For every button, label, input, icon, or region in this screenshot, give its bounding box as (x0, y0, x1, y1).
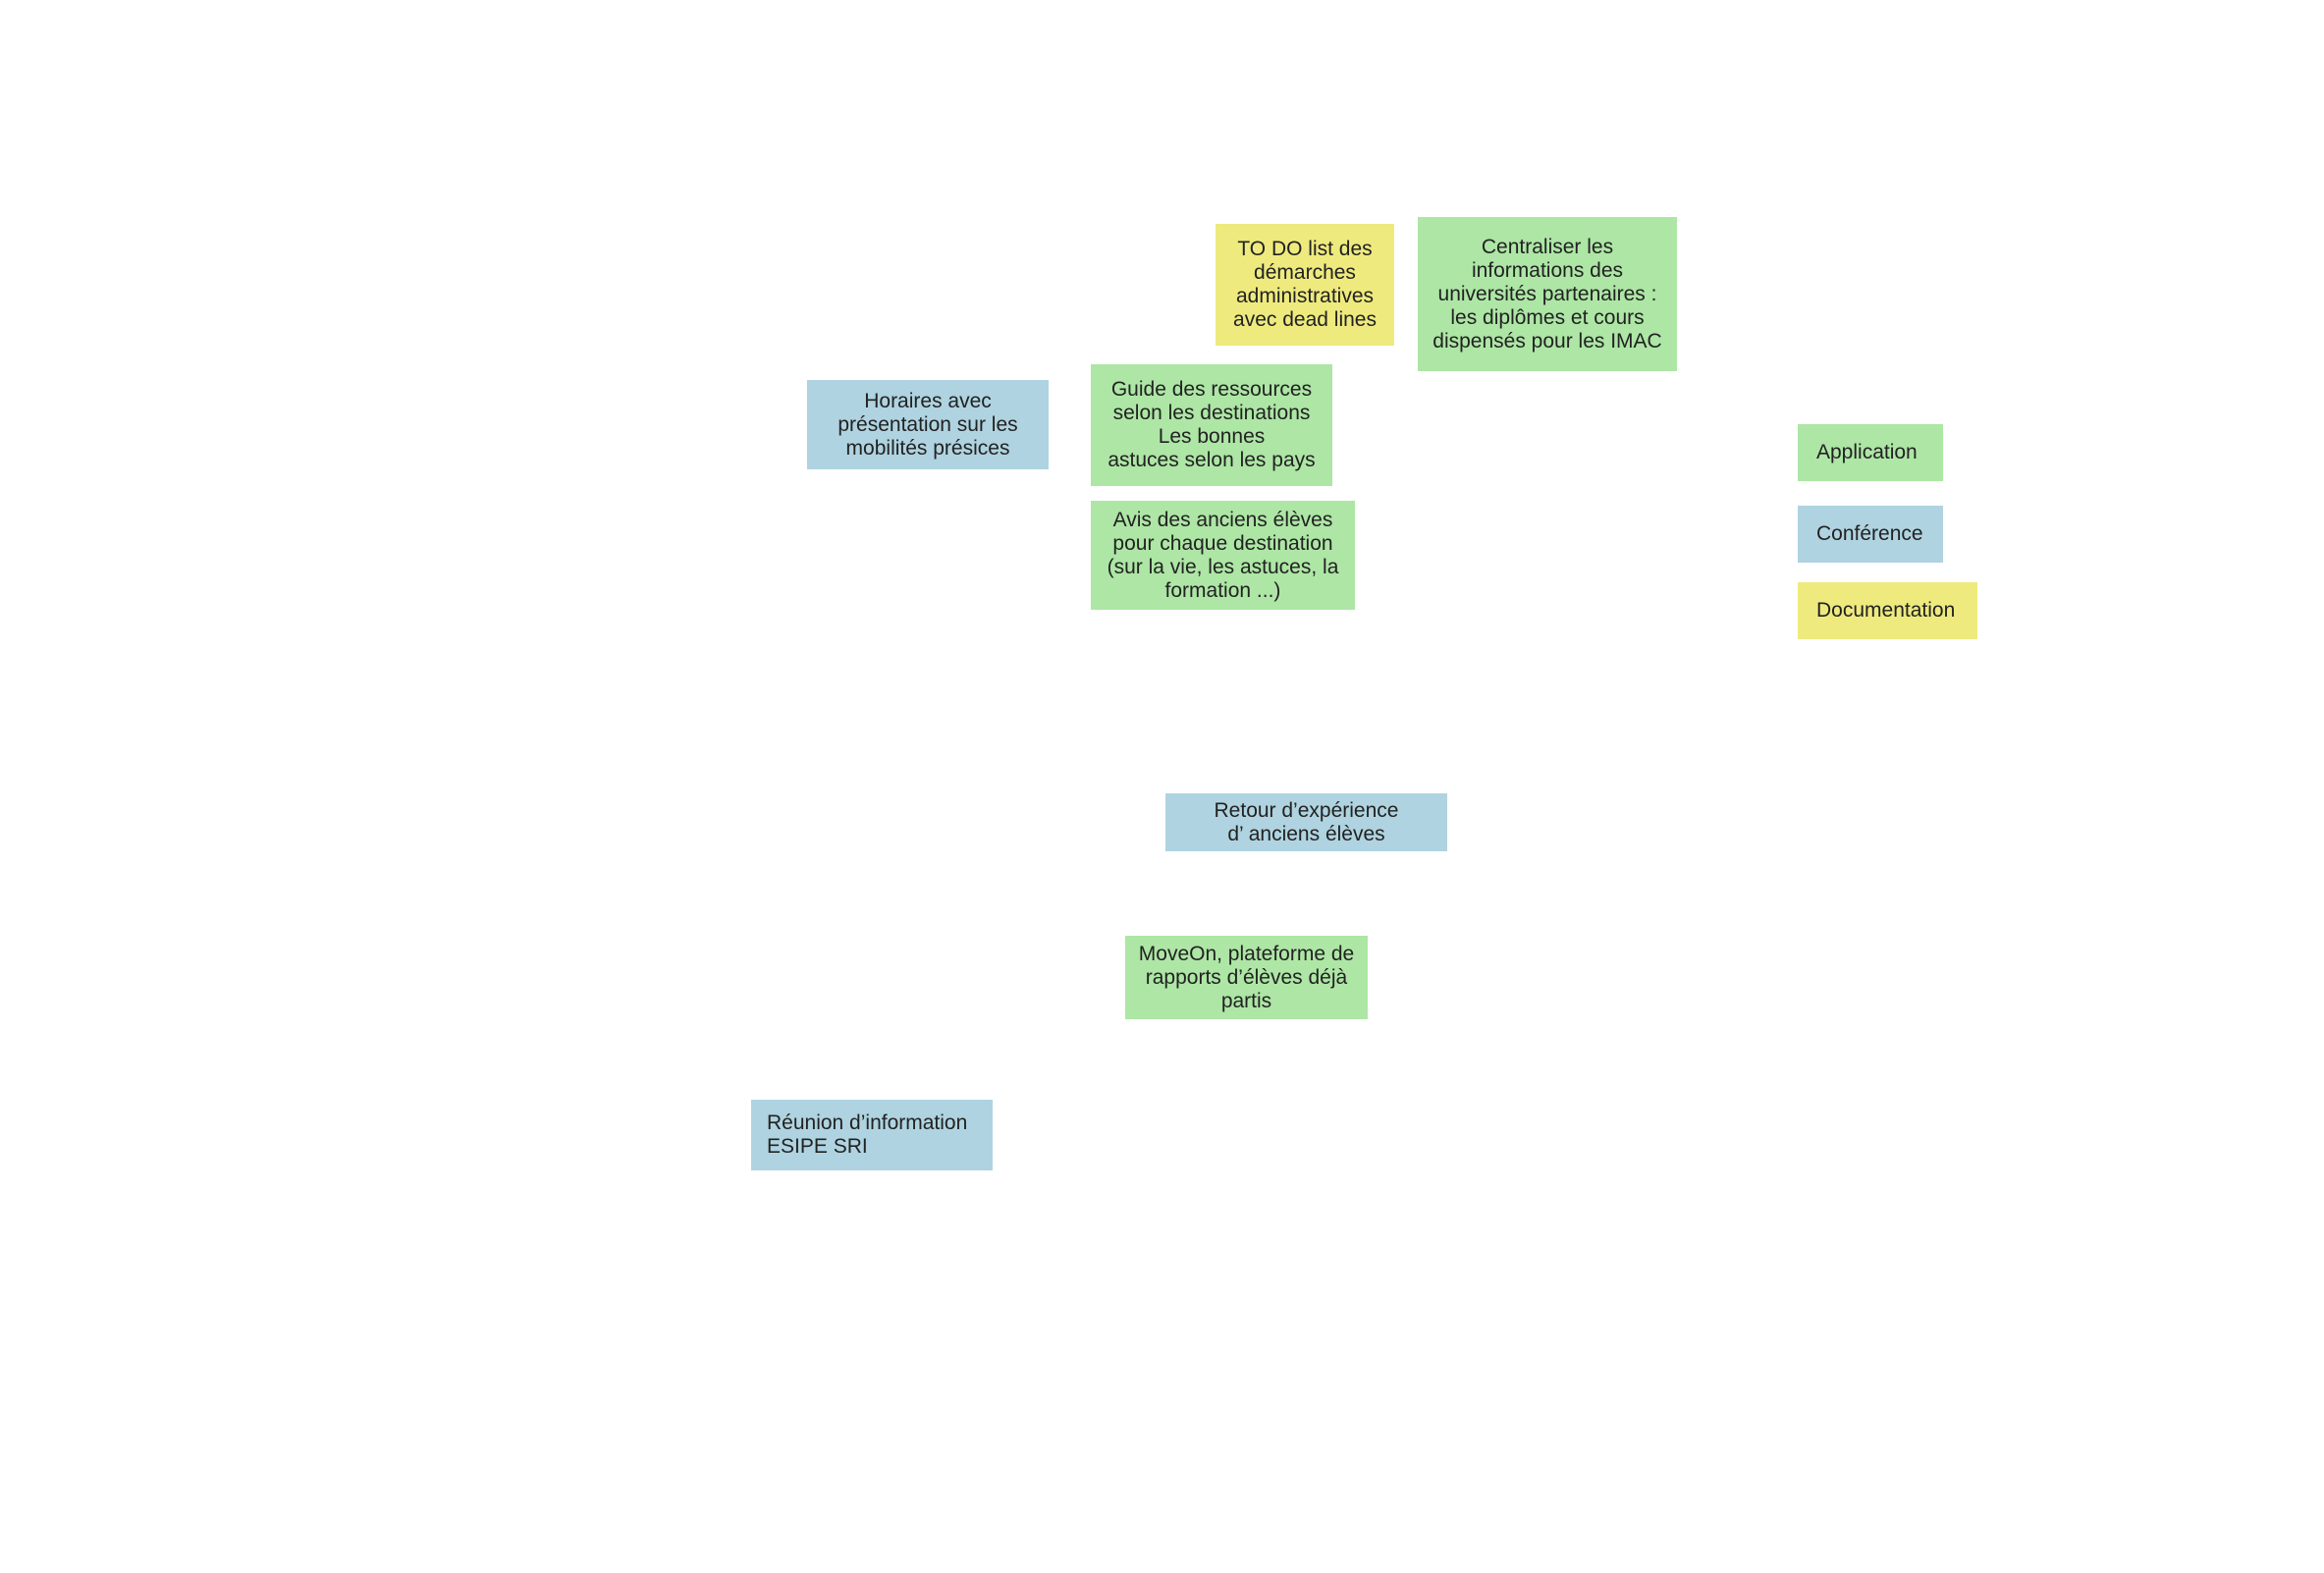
sticky-note-reunion-information[interactable]: Réunion d’information ESIPE SRI (751, 1100, 993, 1170)
sticky-note-text: Horaires avec présentation sur les mobil… (838, 389, 1018, 460)
legend-documentation[interactable]: Documentation (1798, 582, 1977, 639)
legend-label: Application (1816, 441, 1918, 463)
sticky-note-horaires[interactable]: Horaires avec présentation sur les mobil… (807, 380, 1049, 469)
sticky-note-text: Avis des anciens élèves pour chaque dest… (1107, 508, 1339, 602)
sticky-note-text: Guide des ressources selon les destinati… (1108, 378, 1316, 471)
sticky-note-avis-anciens-eleves[interactable]: Avis des anciens élèves pour chaque dest… (1091, 501, 1355, 610)
sticky-note-todo-list[interactable]: TO DO list des démarches administratives… (1216, 224, 1394, 346)
legend-label: Documentation (1816, 599, 1956, 622)
sticky-note-text: Centraliser les informations des univers… (1432, 235, 1662, 353)
legend-label: Conférence (1816, 522, 1923, 545)
sticky-note-text: MoveOn, plateforme de rapports d’élèves … (1138, 942, 1355, 1012)
sticky-note-text: Réunion d’information ESIPE SRI (767, 1112, 968, 1158)
sticky-note-text: Retour d’expérience d’ anciens élèves (1214, 798, 1399, 845)
sticky-note-guide-ressources[interactable]: Guide des ressources selon les destinati… (1091, 364, 1332, 486)
sticky-note-centraliser-informations[interactable]: Centraliser les informations des univers… (1418, 217, 1677, 371)
sticky-note-moveon[interactable]: MoveOn, plateforme de rapports d’élèves … (1125, 936, 1368, 1019)
legend-conference[interactable]: Conférence (1798, 506, 1943, 563)
sticky-note-text: TO DO list des démarches administratives… (1233, 238, 1377, 331)
sticky-note-retour-experience[interactable]: Retour d’expérience d’ anciens élèves (1165, 793, 1447, 851)
legend-application[interactable]: Application (1798, 424, 1943, 481)
